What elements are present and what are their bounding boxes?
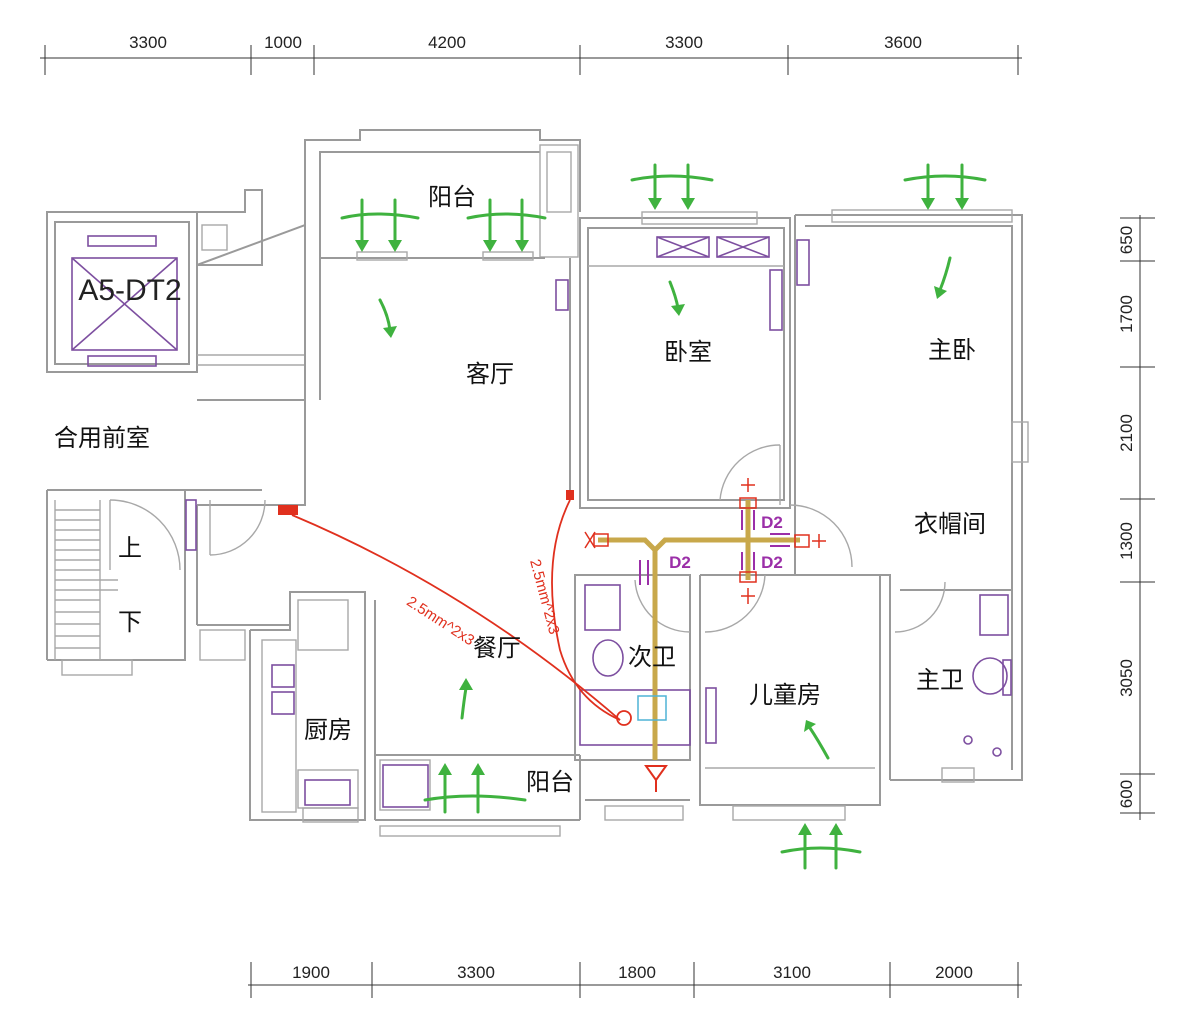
label-stair-up: 上 [118, 534, 142, 562]
label-balcony-top: 阳台 [428, 183, 476, 211]
label-master-bedroom: 主卧 [928, 336, 976, 364]
right-dim-2: 1700 [1117, 295, 1136, 333]
pipe-label-1: 2.5mm^2x3 [403, 593, 477, 649]
bottom-dim-1: 1900 [292, 963, 330, 982]
top-dim-5: 3600 [884, 33, 922, 52]
airflow-intake-master-bedroom [903, 163, 987, 210]
valve-label-3: D2 [761, 553, 783, 572]
controller-box-dining [566, 490, 574, 500]
airflow-intake-balcony-top-left [340, 198, 420, 252]
right-dim-5: 3050 [1117, 659, 1136, 697]
ventilator-unit [616, 710, 632, 726]
label-dining-room: 餐厅 [473, 634, 521, 662]
right-dimension-line: 650 1700 2100 1300 3050 600 [1117, 215, 1155, 820]
bottom-dimension-line: 1900 3300 1800 3100 2000 [248, 962, 1022, 998]
top-dim-1: 3300 [129, 33, 167, 52]
bottom-dim-2: 3300 [457, 963, 495, 982]
fixtures [71, 235, 1012, 808]
valve-label-1: D2 [761, 513, 783, 532]
label-cloakroom: 衣帽间 [914, 510, 986, 538]
label-second-bathroom: 次卫 [628, 643, 676, 671]
airflow-arrows [340, 163, 987, 870]
bottom-dim-3: 1800 [618, 963, 656, 982]
label-stair-down: 下 [118, 608, 142, 636]
label-elevator: A5-DT2 [78, 274, 181, 307]
airflow-intake-bedroom [630, 163, 714, 210]
pipe-label-2: 2.5mm^2x3 [526, 557, 562, 636]
label-living-room: 客厅 [466, 360, 514, 388]
top-dim-4: 3300 [665, 33, 703, 52]
label-balcony-bottom: 阳台 [526, 768, 574, 796]
right-dim-6: 600 [1117, 780, 1136, 808]
room-labels: A5-DT2 合用前室 上 下 阳台 客厅 卧室 主卧 衣帽间 餐厅 厨房 次卫… [54, 183, 986, 796]
top-dim-3: 4200 [428, 33, 466, 52]
duct-system [584, 478, 826, 792]
label-bedroom: 卧室 [664, 338, 712, 366]
airflow-intake-kids-room [780, 823, 862, 870]
bottom-dim-5: 2000 [935, 963, 973, 982]
right-dim-3: 2100 [1117, 414, 1136, 452]
label-master-bathroom: 主卫 [916, 666, 964, 694]
stair-treads [54, 500, 133, 676]
airflow-intake-balcony-bottom [423, 763, 527, 814]
controller-box-living [278, 505, 298, 515]
airflow-living-room [378, 298, 392, 332]
wiring [278, 490, 632, 726]
airflow-dining [460, 686, 468, 720]
label-kitchen: 厨房 [304, 716, 352, 744]
airflow-master-bedroom [938, 256, 952, 292]
valve-label-2: D2 [669, 553, 691, 572]
label-shared-lobby: 合用前室 [54, 424, 150, 452]
label-kids-room: 儿童房 [749, 681, 821, 709]
airflow-kids-room [808, 726, 830, 760]
right-dim-1: 650 [1117, 226, 1136, 254]
bottom-dim-4: 3100 [773, 963, 811, 982]
top-dimension-line: 3300 1000 4200 3300 3600 [40, 33, 1022, 75]
windows [356, 209, 1013, 261]
wire-2 [551, 499, 621, 721]
top-dim-2: 1000 [264, 33, 302, 52]
wire-1 [291, 514, 621, 721]
airflow-intake-balcony-top-right [466, 198, 547, 252]
walls [46, 129, 1029, 837]
doors [109, 444, 946, 633]
right-dim-4: 1300 [1117, 522, 1136, 560]
airflow-bedroom [668, 280, 680, 310]
